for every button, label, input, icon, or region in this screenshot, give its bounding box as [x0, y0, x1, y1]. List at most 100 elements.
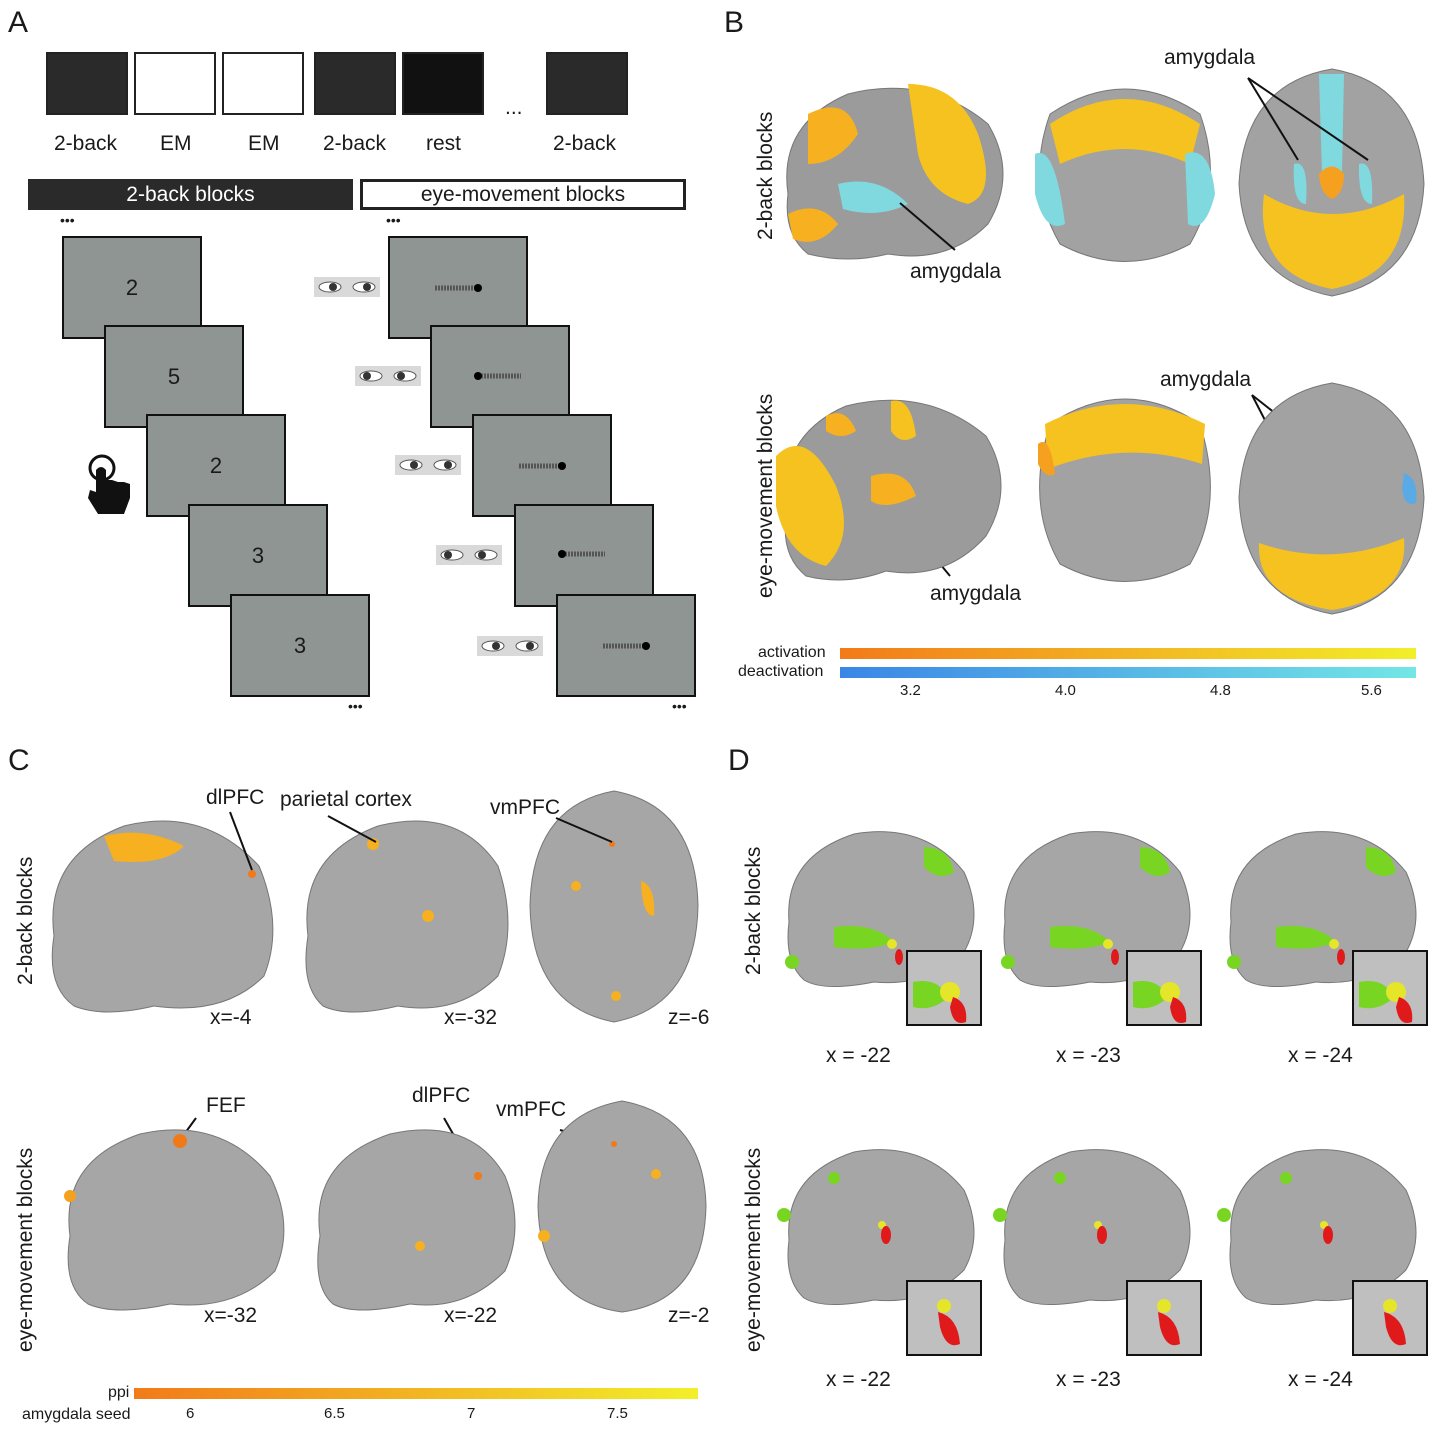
colorbar-tick: 5.6 [1361, 682, 1382, 699]
brain-sagittal-c2 [305, 820, 509, 1013]
bar-em-blocks: eye-movement blocks [360, 179, 686, 210]
slice-coord: x = -23 [1056, 1044, 1121, 1067]
slice-coord: x = -24 [1288, 1368, 1353, 1391]
row-label-2back: 2-back blocks [742, 846, 765, 975]
slice-coord: x = -22 [826, 1044, 891, 1067]
block-em-2 [222, 52, 304, 115]
brain-axial-c1 [529, 790, 699, 1023]
dots-left-bottom: ••• [348, 698, 363, 714]
eyes-image [355, 366, 421, 386]
slice-coord: x = -23 [1056, 1368, 1121, 1391]
block-2back-2 [314, 52, 396, 115]
slice-coord: x=-22 [444, 1304, 498, 1327]
colorbar-tick: 7 [467, 1405, 476, 1422]
dots-right-bottom: ••• [672, 698, 687, 714]
label-amygdala: amygdala [1164, 46, 1256, 69]
block-2back-1 [46, 52, 128, 115]
region-label: dlPFC [206, 786, 265, 809]
card-digit: 5 [167, 363, 181, 389]
label-amygdala: amygdala [910, 260, 1002, 283]
deactivation-colorbar [840, 667, 1416, 678]
eyes-image [477, 636, 543, 656]
eyes-image [314, 277, 380, 297]
brain-sagittal-b1 [786, 84, 1004, 260]
nback-card-4: 3 [188, 504, 328, 607]
slice-coord: z=-2 [668, 1304, 710, 1327]
nback-card-1: 2 [62, 236, 202, 339]
brain-coronal-b2 [1038, 398, 1211, 582]
bar-2back-blocks: 2-back blocks [28, 179, 353, 210]
brain-sagittal-d1 [785, 831, 975, 988]
colorbar-tick: 6.5 [324, 1405, 345, 1422]
zoom-inset [906, 950, 982, 1026]
panel-label-a: A [8, 6, 29, 39]
annotation-lines-b1 [899, 77, 1371, 577]
seq-label-1: 2-back [54, 132, 118, 155]
slice-coord: x = -22 [826, 1368, 891, 1391]
finger-press-icon [88, 454, 130, 514]
eyes-image [395, 455, 461, 475]
seq-label-2: EM [160, 132, 192, 155]
bar-2back-label: 2-back blocks [126, 182, 255, 206]
brain-sagittal-c4 [317, 1129, 516, 1311]
label-amygdala: amygdala [930, 582, 1022, 605]
seq-label-4: 2-back [323, 132, 387, 155]
brain-coronal-b1 [1035, 88, 1215, 262]
slice-coord: x=-32 [444, 1006, 498, 1029]
panel-label-d: D [728, 744, 750, 777]
slice-coord: x = -24 [1288, 1044, 1353, 1067]
zoom-inset [1352, 1280, 1428, 1356]
seq-label-6: 2-back [553, 132, 617, 155]
row-label-em: eye-movement blocks [742, 1147, 765, 1352]
nback-card-3: 2 [146, 414, 286, 517]
brain-sagittal-b2 [776, 399, 1002, 581]
eyes-image [436, 545, 502, 565]
label-amygdala: amygdala [1160, 368, 1252, 391]
block-em-1 [134, 52, 216, 115]
brain-sagittal-d5 [993, 1149, 1191, 1306]
legend-deactivation-label: deactivation [738, 663, 824, 680]
panel-label-c: C [8, 744, 30, 777]
legend-activation-label: activation [758, 644, 826, 661]
zoom-inset [1126, 950, 1202, 1026]
block-2back-3 [546, 52, 628, 115]
colorbar-tick: 4.0 [1055, 682, 1076, 699]
panel-label-b: B [724, 6, 745, 39]
legend-ppi-label: ppi [108, 1384, 130, 1401]
zoom-inset [906, 1280, 982, 1356]
brain-axial-b2 [1238, 382, 1425, 615]
activation-colorbar [840, 648, 1416, 659]
seq-label-5: rest [426, 132, 462, 155]
region-label: dlPFC [412, 1084, 471, 1107]
brain-sagittal-d6 [1217, 1149, 1417, 1306]
brain-axial-b1 [1238, 68, 1425, 297]
brain-sagittal-c1 [51, 820, 274, 1013]
zoom-inset [1126, 1280, 1202, 1356]
brain-sagittal-d2 [1001, 831, 1191, 988]
colorbar-tick: 3.2 [900, 682, 921, 699]
slice-coord: x=-32 [204, 1304, 258, 1327]
block-rest [402, 52, 484, 115]
region-label: parietal cortex [280, 788, 412, 811]
region-label: vmPFC [496, 1098, 566, 1121]
em-dot-trails [435, 284, 650, 650]
brain-sagittal-d4 [777, 1149, 975, 1306]
colorbar-tick: 6 [186, 1405, 195, 1422]
brain-axial-c2 [537, 1100, 707, 1313]
dots-left-top: ••• [60, 212, 75, 228]
seq-ellipsis: ... [505, 96, 523, 119]
slice-coord: x=-4 [210, 1006, 252, 1029]
brain-sagittal-d3 [1227, 831, 1417, 988]
ppi-colorbar [134, 1388, 698, 1399]
legend-seed-label: amygdala seed [22, 1406, 131, 1423]
bar-em-label: eye-movement blocks [420, 182, 626, 206]
card-digit: 3 [251, 542, 265, 568]
card-digit: 2 [209, 452, 223, 478]
card-digit: 3 [293, 632, 307, 658]
card-digit: 2 [125, 274, 139, 300]
region-label: vmPFC [490, 796, 560, 819]
slice-coord: z=-6 [668, 1006, 710, 1029]
nback-card-5: 3 [230, 594, 370, 697]
brain-sagittal-c3 [64, 1129, 285, 1311]
colorbar-tick: 7.5 [607, 1405, 628, 1422]
